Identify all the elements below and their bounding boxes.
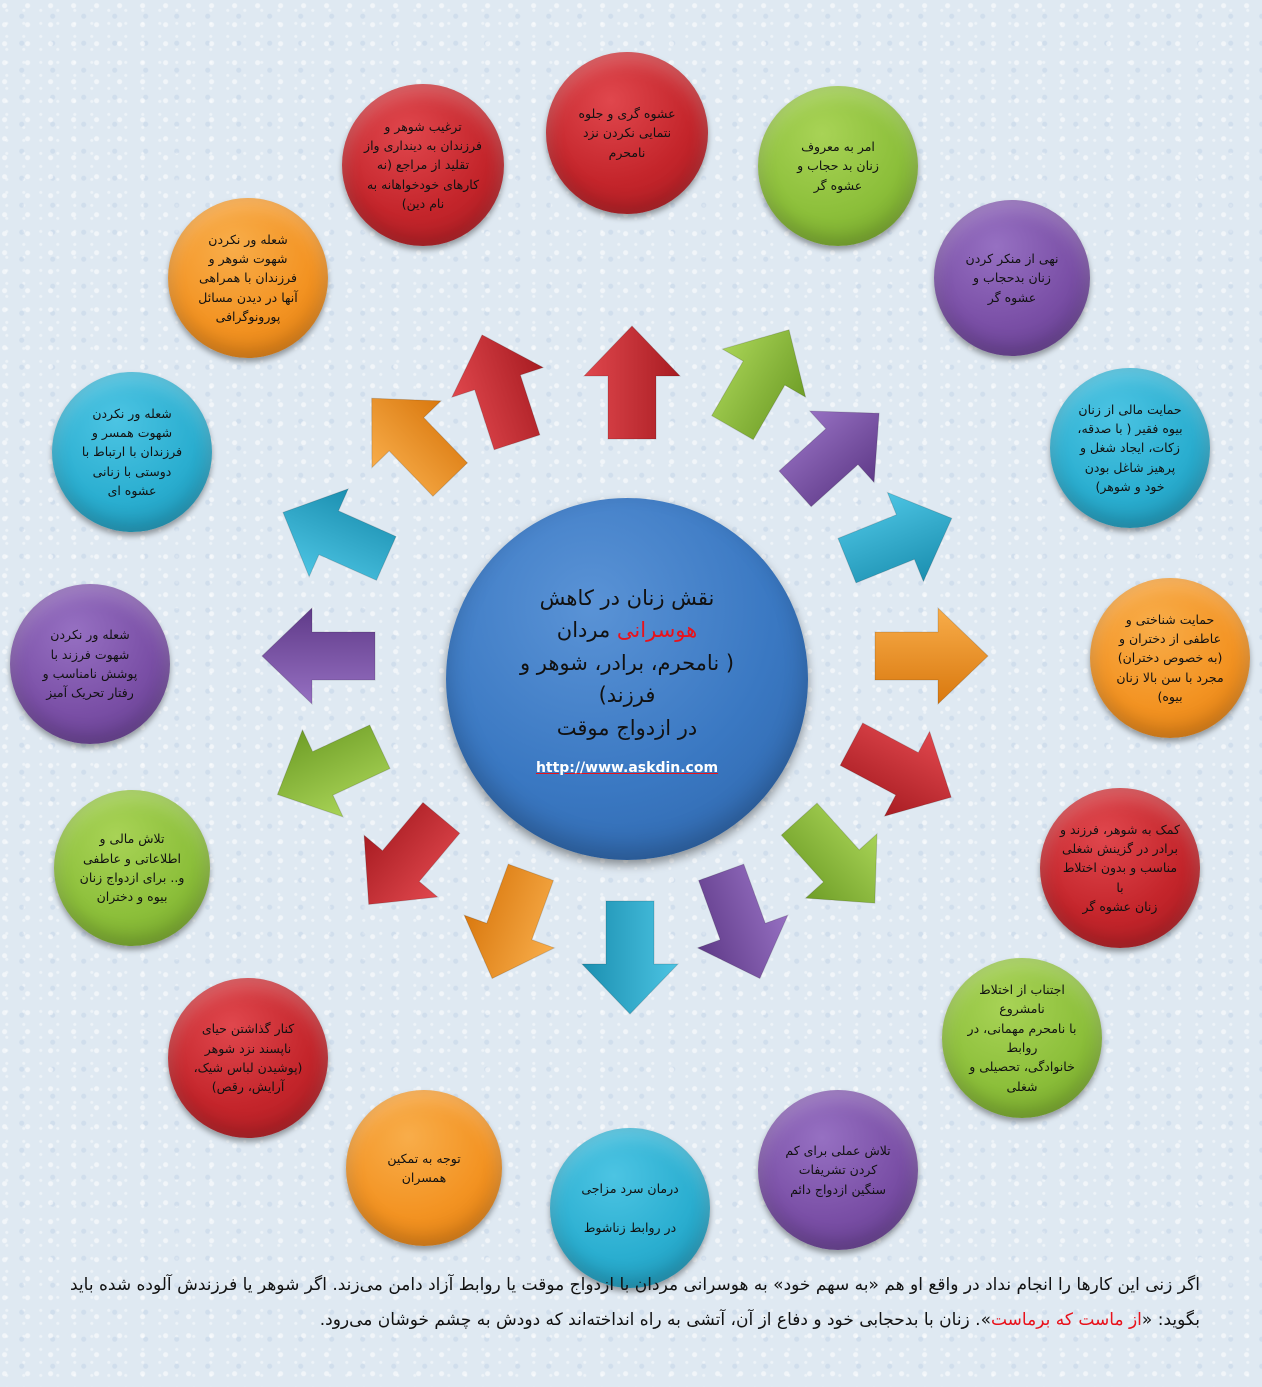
arrow-a14 xyxy=(282,488,397,581)
arrow-a09 xyxy=(580,900,680,1015)
node-n06: کمک به شوهر، فرزند و برادر در گزینش شغلی… xyxy=(1040,788,1200,948)
node-text: درمان سرد مزاجی در روابط زناشوط xyxy=(581,1180,679,1235)
node-n05: حمایت شناختی و عاطفی از دختران و (به خصو… xyxy=(1090,578,1250,738)
arrow-a02 xyxy=(711,329,807,441)
askdin-link[interactable]: http://www.askdin.com xyxy=(535,760,719,777)
arrow-a08 xyxy=(696,863,789,980)
arrow-a05 xyxy=(874,606,989,706)
node-n04: حمایت مالی از زنان بیوه فقیر ( با صدقه، … xyxy=(1050,368,1210,528)
node-text: نهی از منکر کردن زنان بدحجاب و عشوه گر xyxy=(965,250,1059,305)
center-circle: نقش زنان در کاهش هوسرانی مردان ( نامحرم،… xyxy=(446,498,808,860)
arrow-a16 xyxy=(450,334,545,451)
node-n13: شعله ور نکردن شهوت فرزند با پوشش نامناسب… xyxy=(10,584,170,744)
caption-part2: ». زنان با بدحجابی خود و دفاع از آن، آتش… xyxy=(319,1309,991,1330)
node-n14: شعله ور نکردن شهوت همسر و فرزندان با ارت… xyxy=(52,372,212,532)
arrow-layer xyxy=(261,325,989,1015)
node-text: اجتناب از اختلاط نامشروع با نامحرم مهمان… xyxy=(967,981,1077,1094)
arrow-a03 xyxy=(778,410,880,508)
node-n01: عشوه گری و جلوه نتمایی نکردن نزد نامحرم xyxy=(546,52,708,214)
arrow-a04 xyxy=(837,491,953,584)
node-text: شعله ور نکردن شهوت فرزند با پوشش نامناسب… xyxy=(42,627,138,701)
node-text: تلاش مالی و اطلاعاتی و عاطفی و.. برای از… xyxy=(79,831,185,905)
arrow-a01 xyxy=(582,325,682,440)
center-highlight-word: هوسرانی xyxy=(616,618,698,643)
node-text: تلاش عملی برای کم کردن تشریفات سنگین ازد… xyxy=(785,1142,891,1197)
center-title-line4: فرزند) xyxy=(598,683,656,708)
caption-quote: از ماست که برماست xyxy=(990,1309,1142,1330)
center-title-line3: ( نامحرم، برادر، شوهر و xyxy=(519,650,735,675)
center-title-line1: نقش زنان در کاهش xyxy=(539,585,715,610)
arrow-a15 xyxy=(371,397,469,497)
node-text: شعله ور نکردن شهوت همسر و فرزندان با ارت… xyxy=(81,405,183,499)
arrow-a06 xyxy=(839,722,952,817)
node-text: عشوه گری و جلوه نتمایی نکردن نزد نامحرم xyxy=(578,105,676,160)
center-title-line2: هوسرانی مردان xyxy=(557,614,697,647)
arrow-a10 xyxy=(463,863,556,980)
node-text: حمایت مالی از زنان بیوه فقیر ( با صدقه، … xyxy=(1077,401,1183,495)
node-n07: اجتناب از اختلاط نامشروع با نامحرم مهمان… xyxy=(942,958,1102,1118)
node-n08: تلاش عملی برای کم کردن تشریفات سنگین ازد… xyxy=(758,1090,918,1250)
node-text: کمک به شوهر، فرزند و برادر در گزینش شغلی… xyxy=(1060,821,1180,915)
node-n16: ترغیب شوهر و فرزندان به دینداری واز تقلی… xyxy=(342,84,504,246)
node-text: ترغیب شوهر و فرزندان به دینداری واز تقلی… xyxy=(364,118,482,212)
arrow-a13 xyxy=(261,606,376,706)
node-text: امر به معروف زنان بد حجاب و عشوه گر xyxy=(797,138,879,193)
node-text: توجه به تمکین همسران xyxy=(387,1150,461,1185)
node-n10: توجه به تمکین همسران xyxy=(346,1090,502,1246)
node-n12: تلاش مالی و اطلاعاتی و عاطفی و.. برای از… xyxy=(54,790,210,946)
node-text: شعله ور نکردن شهوت شوهر و فرزندان با همر… xyxy=(198,231,298,325)
center-title-line2-rest: مردان xyxy=(556,618,617,643)
node-text: کنار گذاشتن حیای ناپسند نزد شوهر (پوشیدن… xyxy=(193,1021,303,1095)
diagram: عشوه گری و جلوه نتمایی نکردن نزد نامحرم ا… xyxy=(10,52,1250,1288)
arrow-a12 xyxy=(276,724,391,818)
arrow-a07 xyxy=(780,802,878,904)
arrow-a11 xyxy=(363,801,461,905)
caption-paragraph: اگر زنی این کارها را انجام نداد در واقع … xyxy=(70,1268,1200,1338)
center-title-line5: در ازدواج موقت xyxy=(556,715,698,740)
node-n11: کنار گذاشتن حیای ناپسند نزد شوهر (پوشیدن… xyxy=(168,978,328,1138)
node-n02: امر به معروف زنان بد حجاب و عشوه گر xyxy=(758,86,918,246)
node-n09: درمان سرد مزاجی در روابط زناشوط xyxy=(550,1128,710,1288)
caption-part1: اگر زنی این کارها را انجام نداد در واقع … xyxy=(70,1275,1200,1330)
node-n03: نهی از منکر کردن زنان بدحجاب و عشوه گر xyxy=(934,200,1090,356)
node-n15: شعله ور نکردن شهوت شوهر و فرزندان با همر… xyxy=(168,198,328,358)
node-text: حمایت شناختی و عاطفی از دختران و (به خصو… xyxy=(1116,611,1224,705)
